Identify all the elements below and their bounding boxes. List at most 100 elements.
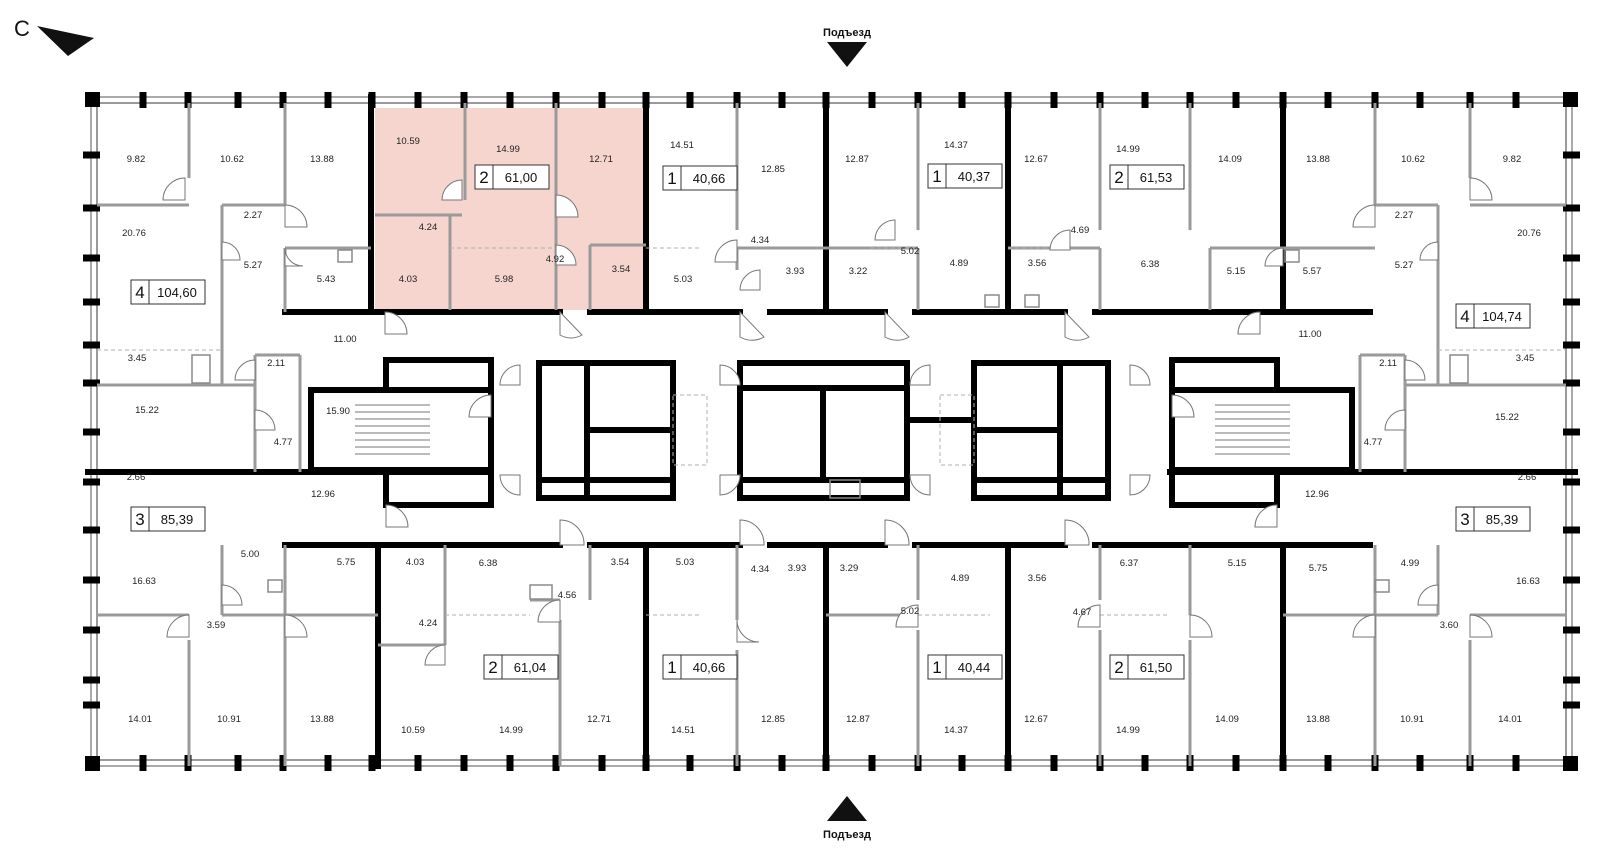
room-area-label: 5.03 bbox=[674, 274, 693, 285]
apartment-area: 61,04 bbox=[514, 660, 547, 675]
room-area-label: 4.99 bbox=[1401, 558, 1420, 569]
room-area-label: 3.56 bbox=[1028, 573, 1047, 584]
room-area-label: 14.01 bbox=[1498, 714, 1522, 725]
room-area-label: 5.43 bbox=[317, 274, 336, 285]
apartment-rooms: 3 bbox=[1460, 510, 1469, 529]
room-area-label: 5.15 bbox=[1228, 558, 1247, 569]
room-area-label: 4.89 bbox=[950, 258, 969, 269]
apartment-area: 61,53 bbox=[1140, 170, 1173, 185]
room-area-label: 12.67 bbox=[1024, 714, 1048, 725]
apartment-rooms: 2 bbox=[488, 658, 497, 677]
apartment-rooms: 1 bbox=[932, 658, 941, 677]
interior-walls bbox=[85, 94, 1578, 769]
apartment-area: 104,60 bbox=[157, 285, 197, 300]
room-area-label: 10.62 bbox=[1401, 154, 1425, 165]
room-area-label: 12.67 bbox=[1024, 154, 1048, 165]
room-area-label: 14.51 bbox=[670, 140, 694, 151]
room-area-label: 5.27 bbox=[1395, 260, 1414, 271]
room-area-label: 5.02 bbox=[901, 246, 920, 257]
room-area-label: 3.56 bbox=[1028, 258, 1047, 269]
room-area-label: 14.99 bbox=[499, 725, 523, 736]
apartment-rooms: 1 bbox=[667, 658, 676, 677]
apartment-rooms: 4 bbox=[135, 283, 144, 302]
apartment-rooms: 1 bbox=[932, 167, 941, 186]
entrance-arrow-bottom-icon bbox=[827, 796, 867, 821]
room-area-label: 3.45 bbox=[1516, 353, 1535, 364]
apartment-area: 40,66 bbox=[693, 171, 726, 186]
selected-apartment-highlight[interactable] bbox=[375, 108, 648, 310]
room-area-label: 16.63 bbox=[1516, 576, 1540, 587]
room-area-label: 13.88 bbox=[1306, 154, 1330, 165]
room-area-label: 12.96 bbox=[311, 489, 335, 500]
room-area-label: 20.76 bbox=[1517, 228, 1541, 239]
room-area-label: 16.63 bbox=[132, 576, 156, 587]
room-area-label: 12.87 bbox=[845, 154, 869, 165]
room-area-label: 12.85 bbox=[761, 164, 785, 175]
outer-walls bbox=[83, 92, 1580, 771]
room-area-label: 15.22 bbox=[135, 405, 159, 416]
apartment-area: 85,39 bbox=[161, 512, 194, 527]
room-area-label: 12.71 bbox=[589, 154, 613, 165]
apartment-badge[interactable]: 4 104,60 bbox=[130, 279, 206, 305]
apartment-rooms: 2 bbox=[1114, 168, 1123, 187]
room-area-label: 5.00 bbox=[241, 549, 260, 560]
room-area-label: 4.24 bbox=[419, 222, 438, 233]
room-area-label: 4.03 bbox=[399, 274, 418, 285]
entrance-label-top: Подъезд bbox=[823, 27, 871, 39]
room-area-label: 10.59 bbox=[401, 725, 425, 736]
room-area-label: 9.82 bbox=[127, 154, 146, 165]
apartment-rooms: 3 bbox=[135, 510, 144, 529]
apartment-area: 61,00 bbox=[505, 170, 538, 185]
apartment-area: 40,44 bbox=[958, 660, 991, 675]
room-area-label: 11.00 bbox=[1298, 329, 1321, 340]
room-area-label: 10.91 bbox=[1400, 714, 1424, 725]
apartment-area: 61,50 bbox=[1140, 660, 1173, 675]
room-area-label: 5.27 bbox=[244, 260, 263, 271]
room-area-label: 14.09 bbox=[1218, 154, 1242, 165]
room-area-label: 4.89 bbox=[951, 573, 970, 584]
apartment-rooms: 2 bbox=[479, 168, 488, 187]
room-area-label: 3.59 bbox=[207, 620, 226, 631]
room-area-label: 13.88 bbox=[310, 714, 334, 725]
room-area-label: 12.71 bbox=[587, 714, 611, 725]
apartment-area: 40,37 bbox=[958, 169, 991, 184]
north-arrow-icon bbox=[37, 26, 94, 56]
room-area-label: 10.62 bbox=[220, 154, 244, 165]
room-area-label: 9.82 bbox=[1503, 154, 1522, 165]
room-area-label: 15.22 bbox=[1495, 412, 1519, 423]
room-area-label: 14.99 bbox=[1116, 725, 1140, 736]
compass-letter: С bbox=[14, 16, 30, 41]
room-area-label: 5.57 bbox=[1303, 266, 1322, 277]
room-area-label: 2.27 bbox=[244, 210, 263, 221]
partitions bbox=[97, 103, 1566, 766]
room-area-label: 10.91 bbox=[217, 714, 241, 725]
apartment-rooms: 2 bbox=[1114, 658, 1123, 677]
room-area-label: 5.75 bbox=[1309, 563, 1328, 574]
room-area-label: 5.02 bbox=[901, 606, 920, 617]
room-area-label: 5.98 bbox=[495, 274, 514, 285]
room-area-label: 4.69 bbox=[1071, 225, 1090, 236]
room-area-label: 11.00 bbox=[333, 334, 356, 345]
room-area-label: 4.56 bbox=[558, 590, 577, 601]
doors bbox=[162, 177, 1493, 666]
apartment-area: 104,74 bbox=[1482, 309, 1522, 324]
room-area-label: 3.45 bbox=[128, 353, 147, 364]
room-area-label: 20.76 bbox=[122, 228, 146, 239]
room-area-label: 2.66 bbox=[1518, 472, 1537, 483]
room-area-label: 14.99 bbox=[1116, 144, 1140, 155]
room-area-label: 14.01 bbox=[128, 714, 152, 725]
room-area-label: 4.77 bbox=[1364, 437, 1383, 448]
room-area-label: 4.24 bbox=[419, 618, 438, 629]
room-area-label: 5.15 bbox=[1227, 266, 1246, 277]
